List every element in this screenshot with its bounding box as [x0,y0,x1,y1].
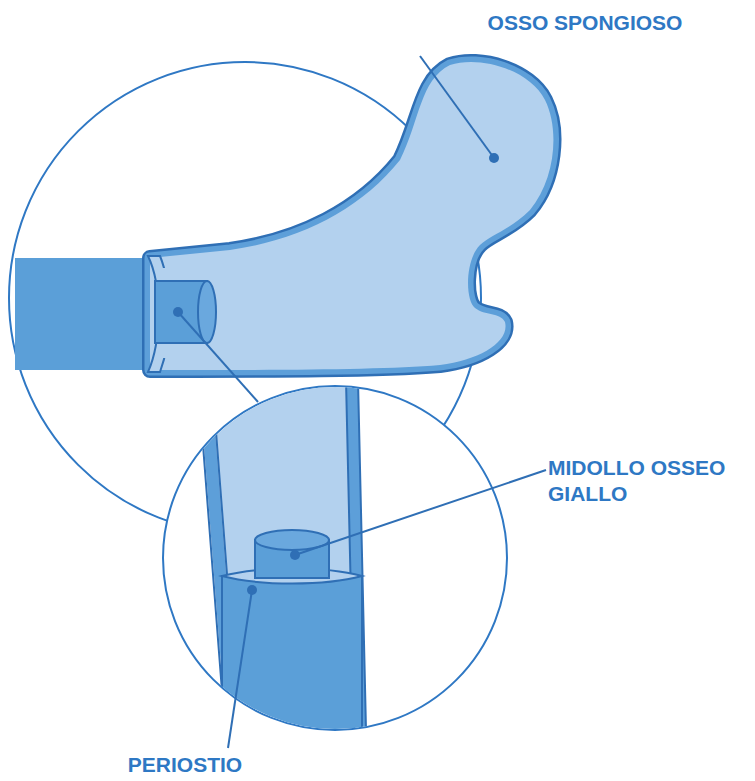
leader-lines [178,56,546,748]
spongy-bone [150,62,553,370]
leader-dot [173,307,183,317]
leader-dot [247,585,257,595]
detail-bone [198,380,366,730]
cortical-bone [150,62,553,370]
leader-line [228,590,252,748]
leader-line [295,470,546,555]
part-label: OSSO SPONGIOSO [465,10,705,36]
leader-line [420,56,494,158]
detail-wall-edges [198,380,366,730]
cortical-edge [150,62,553,370]
leader-dot [290,550,300,560]
leader-dot [489,153,499,163]
bone-shaft [15,258,155,370]
part-label: MIDOLLO OSSEO GIALLO [548,455,753,507]
marrow-cylinder-end [198,281,216,343]
leader-dots [173,153,499,595]
leader-line [178,312,258,402]
part-label: PERIOSTIO [115,752,255,778]
